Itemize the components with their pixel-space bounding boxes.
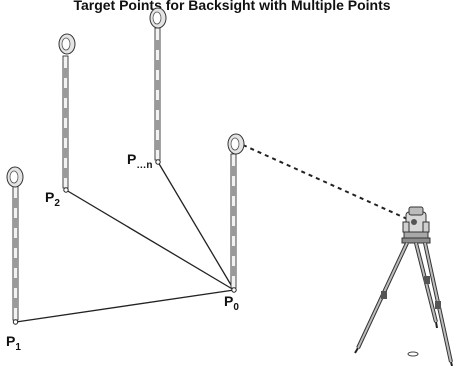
prism-pole-pn [149,7,167,165]
survey-instrument-icon [354,206,453,366]
label-p2-sub: 2 [54,198,60,209]
prism-pole-p2 [58,33,76,193]
label-p0: P0 [224,293,239,313]
label-p2-name: P [45,189,54,205]
line-p0-p1 [15,289,235,323]
label-p1-sub: 1 [15,342,21,353]
label-p1: P1 [6,333,21,353]
label-p0-name: P [224,293,233,309]
connection-lines [15,144,415,323]
line-p0-pn [157,161,235,291]
prism-pole-p1 [6,166,24,325]
label-p2: P2 [45,189,60,209]
line-p0-to-instrument [242,144,415,223]
prism-pole-p0 [227,133,245,293]
label-p0-sub: 0 [233,302,239,313]
label-p1-name: P [6,333,15,349]
label-pn-name: P [127,151,136,167]
label-pn-sub: …n [136,160,152,171]
line-p0-p2 [65,189,235,291]
label-pn: P…n [127,151,152,171]
diagram-title: Target Points for Backsight with Multipl… [73,0,390,13]
